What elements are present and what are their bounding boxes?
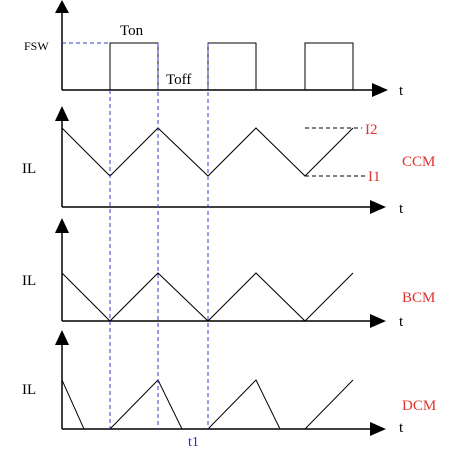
fsw-panel: FSW Ton Toff t [24, 0, 404, 99]
ccm-y-arrow [55, 106, 69, 121]
bcm-il-label: IL [22, 273, 36, 289]
toff-label: Toff [166, 72, 191, 88]
dcm-mode-label: DCM [402, 398, 436, 414]
bcm-panel: IL BCM t [22, 218, 435, 330]
bcm-t-label: t [399, 314, 404, 330]
bcm-mode-label: BCM [402, 290, 435, 306]
dcm-inductor-current [61, 379, 354, 430]
i2-label: I2 [365, 122, 378, 138]
dcm-t-label: t [399, 420, 404, 436]
bcm-y-arrow [55, 218, 69, 233]
fsw-t-label: t [399, 83, 404, 99]
dcm-il-label: IL [22, 382, 36, 398]
ccm-mode-label: CCM [402, 154, 435, 170]
ccm-panel: IL I2 I1 CCM t [22, 106, 435, 217]
timing-guides [62, 42, 209, 429]
fsw-x-arrow [372, 83, 388, 97]
ccm-il-label: IL [22, 161, 36, 177]
ccm-t-label: t [399, 201, 404, 217]
fsw-y-arrow [55, 0, 69, 13]
t1-label: t1 [188, 435, 199, 450]
i1-label: I1 [368, 169, 381, 185]
bcm-x-arrow [370, 314, 386, 328]
ccm-x-arrow [370, 200, 386, 214]
dcm-y-arrow [55, 330, 69, 345]
ton-label: Ton [120, 23, 144, 39]
fsw-label: FSW [24, 39, 49, 53]
dcm-panel: IL DCM t [22, 330, 436, 436]
dcm-x-arrow [370, 422, 386, 436]
